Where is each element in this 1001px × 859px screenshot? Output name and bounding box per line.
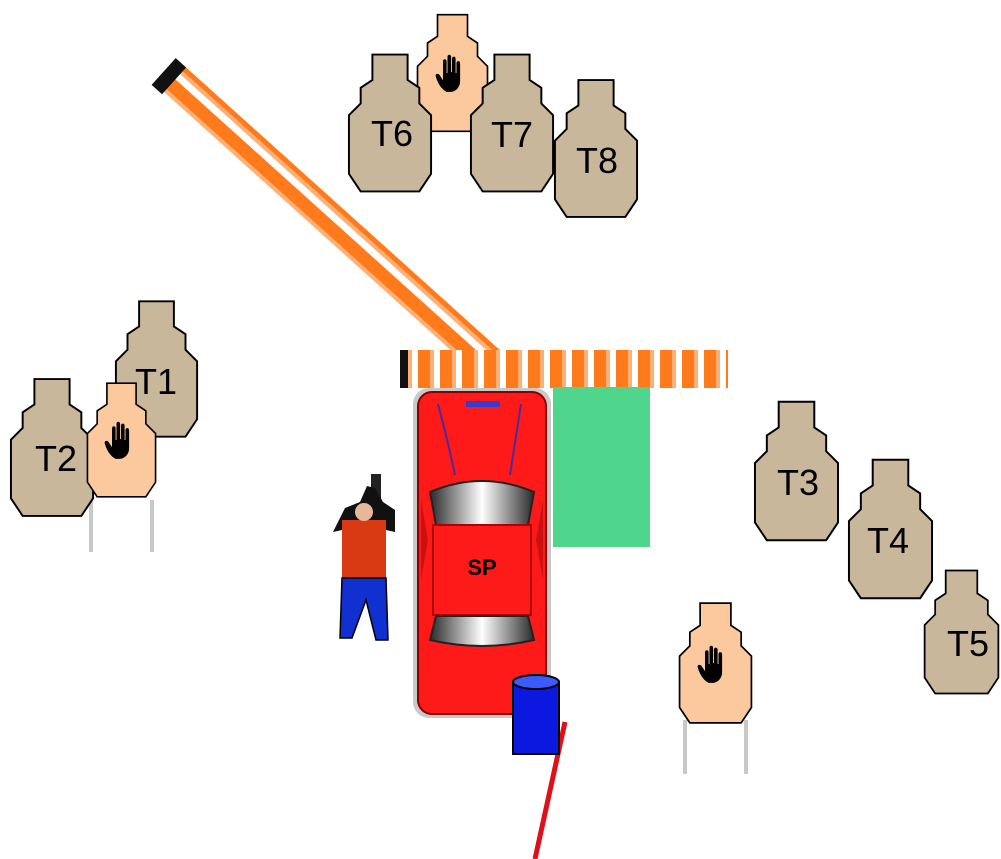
target-T2-label: T2 <box>35 438 77 479</box>
target-T5: T5 <box>923 569 1000 695</box>
barrel <box>512 674 560 755</box>
target-T1: T1 <box>114 300 199 438</box>
target-T8-label: T8 <box>576 140 618 181</box>
car-label: SP <box>467 555 496 580</box>
horizontal-barricade <box>400 350 728 388</box>
target-T2: T2 <box>9 378 95 517</box>
target-T7: T7 <box>469 53 555 193</box>
shooter-figure <box>333 474 395 641</box>
target-T5-label: T5 <box>947 623 989 664</box>
target-T4: T4 <box>847 458 934 600</box>
green-zone <box>553 387 650 547</box>
target-T3-label: T3 <box>777 462 819 503</box>
target-T1-label: T1 <box>135 361 177 402</box>
target-T6-label: T6 <box>371 113 413 154</box>
target-T4-label: T4 <box>867 520 909 561</box>
car-start-position: SP <box>413 388 551 718</box>
target-T6: T6 <box>347 53 433 193</box>
target-T7-label: T7 <box>491 114 533 155</box>
diagonal-barricade <box>151 58 540 413</box>
no-shoot-right <box>678 602 753 724</box>
target-T3: T3 <box>753 400 840 542</box>
target-T8: T8 <box>553 79 639 218</box>
target-stands <box>89 500 748 774</box>
